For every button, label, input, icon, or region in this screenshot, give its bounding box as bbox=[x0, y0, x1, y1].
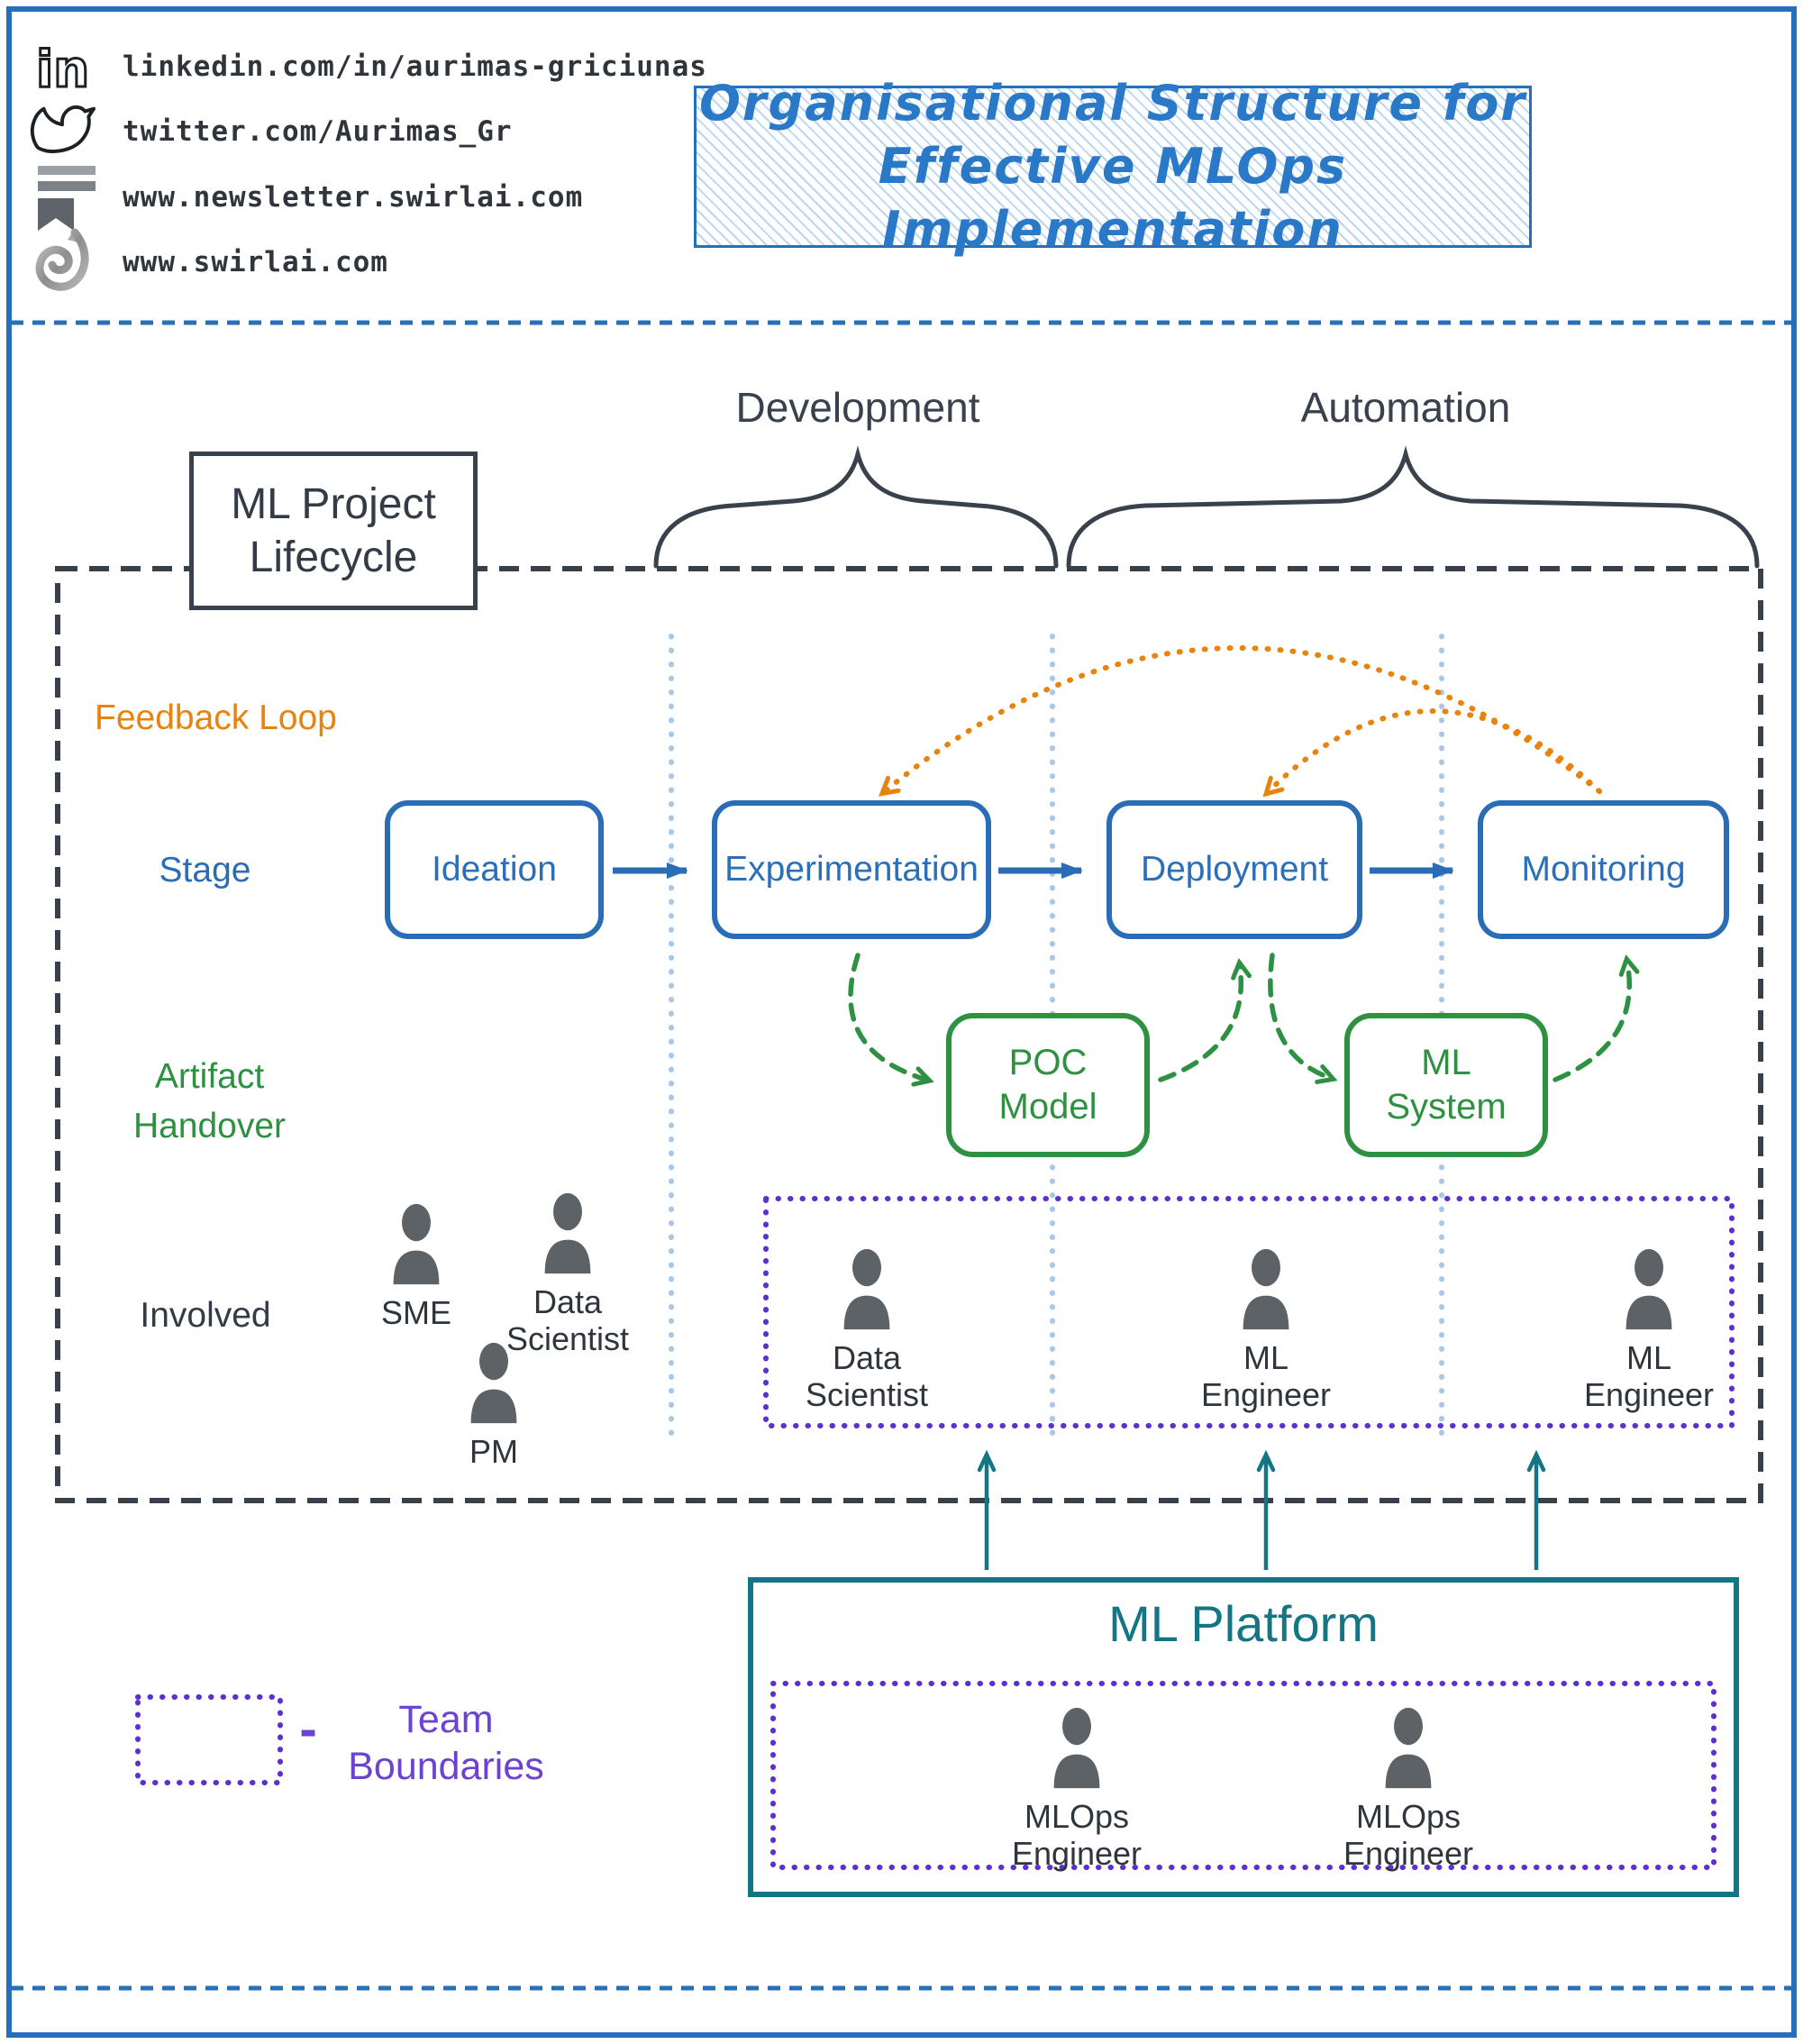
page-title-line2: Effective MLOps Implementation bbox=[878, 138, 1348, 258]
linkedin-icon: in bbox=[32, 36, 96, 101]
automation-brace bbox=[1066, 445, 1760, 569]
person-pm-label: PM bbox=[469, 1433, 518, 1470]
handover-arrow-experimentation-to-poc-model bbox=[848, 953, 934, 1087]
mlops-engineer-1-label-line2: Engineer bbox=[1011, 1835, 1143, 1872]
artifact-handover-line1: Artifact bbox=[154, 1057, 265, 1096]
stage-box-deployment: Deployment bbox=[1106, 800, 1362, 939]
team-boundary-lifecycle-box bbox=[763, 1196, 1735, 1428]
row-label-feedback-loop: Feedback Loop bbox=[95, 698, 337, 737]
artifact-handover-line2: Handover bbox=[132, 1107, 287, 1145]
ml-engineer-1-label-line2: Engineer bbox=[1200, 1376, 1332, 1413]
ml-engineer-2-label-line1: ML bbox=[1625, 1339, 1671, 1376]
phase-label-development: Development bbox=[735, 384, 980, 431]
ml-engineer-2-label-line2: Engineer bbox=[1583, 1376, 1715, 1413]
handover-arrow-deployment-to-ml-system bbox=[1268, 953, 1338, 1084]
person-ml-engineer-2: ML Engineer bbox=[1581, 1247, 1716, 1413]
person-icon bbox=[1625, 1248, 1672, 1330]
outer-border bbox=[6, 6, 1797, 2038]
ml-system-line2: System bbox=[1386, 1087, 1507, 1127]
page-title: Organisational Structure for Effective M… bbox=[694, 75, 1532, 258]
feedback-arc-monitoring-to-experimentation bbox=[878, 645, 1602, 797]
handover-arrow-poc-model-to-deployment bbox=[1158, 957, 1252, 1082]
legend-team-boundary-swatch bbox=[135, 1694, 283, 1785]
person-icon bbox=[1053, 1707, 1100, 1789]
development-brace bbox=[653, 445, 1059, 569]
team-data-scientist-label-line2: Scientist bbox=[805, 1376, 929, 1413]
twitter-icon bbox=[29, 101, 99, 160]
mlops-engineer-2-label-line2: Engineer bbox=[1343, 1835, 1474, 1872]
stage-box-monitoring: Monitoring bbox=[1478, 800, 1729, 939]
person-icon bbox=[1385, 1707, 1432, 1789]
mlops-engineer-1-label-line1: MLOps bbox=[1024, 1798, 1130, 1835]
linkedin-link[interactable]: linkedin.com/in/aurimas-griciunas bbox=[123, 50, 707, 83]
person-pm: PM bbox=[426, 1341, 561, 1470]
person-sme-label: SME bbox=[380, 1294, 451, 1331]
page-title-line1: Organisational Structure for bbox=[698, 75, 1527, 132]
person-icon bbox=[470, 1342, 517, 1424]
ml-platform-box bbox=[748, 1577, 1739, 1897]
person-data-scientist-ideation: Data Scientist bbox=[500, 1191, 635, 1357]
mlops-engineer-2-label-line1: MLOps bbox=[1355, 1798, 1462, 1835]
row-label-involved: Involved bbox=[140, 1296, 271, 1335]
person-mlops-engineer-1: MLOps Engineer bbox=[1009, 1706, 1144, 1872]
person-mlops-engineer-2: MLOps Engineer bbox=[1341, 1706, 1476, 1872]
team-data-scientist-label-line1: Data bbox=[832, 1339, 902, 1376]
legend-label-line1: Team bbox=[398, 1697, 494, 1741]
handover-arrow-ml-system-to-monitoring bbox=[1553, 954, 1640, 1082]
twitter-link[interactable]: twitter.com/Aurimas_Gr bbox=[123, 115, 513, 148]
person-data-scientist-label-line1: Data bbox=[533, 1283, 603, 1320]
linkedin-glyph: in bbox=[36, 41, 89, 99]
person-sme: SME bbox=[349, 1202, 484, 1331]
lifecycle-dashed-boundary bbox=[55, 566, 1763, 1503]
ml-system-line1: ML bbox=[1421, 1043, 1471, 1082]
artifact-box-poc-model: POC Model bbox=[946, 1013, 1150, 1157]
poc-model-line2: Model bbox=[998, 1087, 1097, 1127]
poc-model-line1: POC bbox=[1008, 1043, 1088, 1082]
person-icon bbox=[1243, 1248, 1289, 1330]
row-label-artifact-handover: Artifact Handover bbox=[95, 1051, 324, 1152]
ml-engineer-1-label-line1: ML bbox=[1243, 1339, 1289, 1376]
newsletter-link[interactable]: www.newsletter.swirlai.com bbox=[123, 181, 584, 214]
team-boundary-platform-box bbox=[770, 1681, 1716, 1870]
legend-dash: - bbox=[299, 1699, 317, 1758]
swirlai-icon bbox=[33, 225, 93, 297]
artifact-box-ml-system: ML System bbox=[1344, 1013, 1548, 1157]
person-icon bbox=[843, 1248, 890, 1330]
person-icon bbox=[544, 1192, 591, 1274]
phase-label-automation: Automation bbox=[1300, 384, 1511, 431]
row-label-stage: Stage bbox=[159, 851, 251, 890]
feedback-arc-monitoring-to-deployment bbox=[1262, 708, 1602, 798]
newsletter-icon bbox=[38, 166, 96, 231]
ml-platform-title: ML Platform bbox=[1108, 1594, 1379, 1652]
person-data-scientist-team: Data Scientist bbox=[799, 1247, 934, 1413]
person-icon bbox=[393, 1203, 440, 1285]
person-data-scientist-label-line2: Scientist bbox=[505, 1320, 630, 1357]
stage-box-ideation: Ideation bbox=[385, 800, 604, 939]
lifecycle-label-line1: ML Project bbox=[231, 480, 436, 528]
person-ml-engineer-1: ML Engineer bbox=[1198, 1247, 1334, 1413]
legend-label-line2: Boundaries bbox=[348, 1744, 544, 1788]
lifecycle-label-line2: Lifecycle bbox=[249, 534, 418, 581]
stage-box-experimentation: Experimentation bbox=[712, 800, 991, 939]
ml-project-lifecycle-box: ML Project Lifecycle bbox=[189, 452, 478, 610]
swirlai-link[interactable]: www.swirlai.com bbox=[123, 246, 388, 278]
